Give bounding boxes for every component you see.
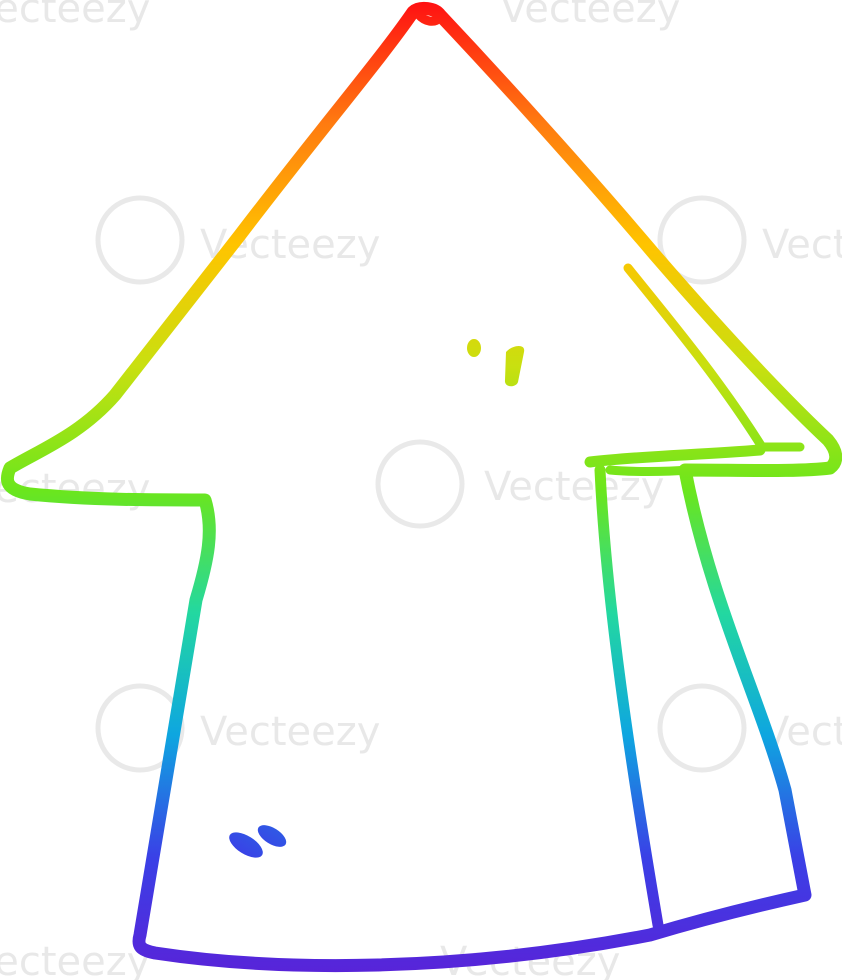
- arrow-tip-detail: [413, 9, 445, 26]
- shine-mark: [229, 832, 263, 858]
- shaft-side-line: [605, 465, 693, 476]
- arrow-head-edge: [623, 263, 767, 452]
- watermark-text: Vecteezy: [762, 222, 842, 268]
- watermark-text: Vecteezy: [500, 0, 680, 32]
- shaft-side-line: [594, 464, 664, 931]
- shine-mark: [504, 345, 525, 387]
- watermark-text: Vecteezy: [0, 939, 150, 980]
- watermark-mark: Vecteezy: [95, 683, 380, 773]
- shine-mark: [257, 825, 287, 847]
- watermark-text: Vecteezy: [200, 709, 380, 755]
- shaft-shoulder: [584, 444, 766, 468]
- shine-mark: [467, 339, 481, 357]
- watermark-mark: Vecteezy: [657, 195, 842, 285]
- watermark-text: Vecteezy: [0, 0, 150, 32]
- shine-marks: [229, 339, 525, 858]
